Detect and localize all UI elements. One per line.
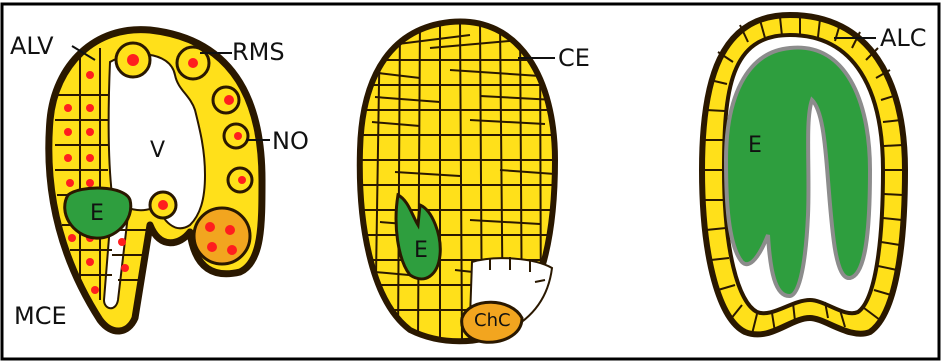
label-vacuole: V xyxy=(150,138,165,163)
label-rms: RMS xyxy=(232,38,285,66)
label-mce: MCE xyxy=(14,302,67,330)
label-embryo-3: E xyxy=(748,133,762,158)
embryo-mature xyxy=(726,48,870,296)
label-ce: CE xyxy=(558,44,590,72)
label-embryo-2: E xyxy=(414,238,428,263)
label-alc: ALC xyxy=(880,24,927,52)
label-no: NO xyxy=(272,127,309,155)
label-embryo-1: E xyxy=(90,201,104,226)
panel-cellular-endosperm: CE E ChC xyxy=(360,20,590,342)
panel-nuclear-endosperm: ALV RMS NO V E MCE xyxy=(10,30,309,331)
label-alv: ALV xyxy=(10,32,54,60)
label-chc: ChC xyxy=(474,310,511,331)
chalazal-haustorium xyxy=(194,208,250,264)
panel-mature-seed: ALC E xyxy=(702,15,927,334)
